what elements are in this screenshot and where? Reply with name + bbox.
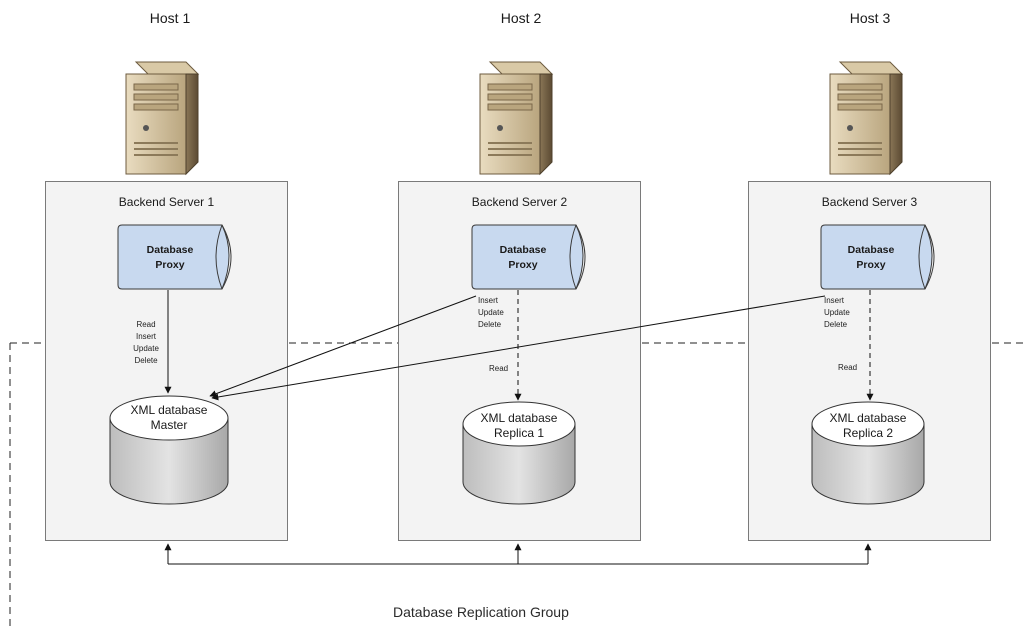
proxy-3-line-1: Database xyxy=(848,244,895,256)
server-3-op-read: Read xyxy=(838,363,857,372)
backend-server-2-title: Backend Server 2 xyxy=(471,195,568,209)
replica-1-db-line-1: XML database xyxy=(481,411,558,425)
server-1-op-update: Update xyxy=(133,344,159,353)
server-tower-icon xyxy=(829,61,904,176)
backend-server-3-title: Backend Server 3 xyxy=(821,195,918,209)
replica-2-db-line-2: Replica 2 xyxy=(843,426,893,440)
proxy-2-line-2: Proxy xyxy=(508,259,537,271)
master-db-line-2: Master xyxy=(151,418,188,432)
xml-database-replica-2 xyxy=(811,401,925,505)
master-db-line-1: XML database xyxy=(131,403,208,417)
replication-group-label: Database Replication Group xyxy=(393,604,569,620)
proxy-2-write-to-master-arrow xyxy=(209,295,477,398)
server-tower-icon xyxy=(479,61,554,176)
database-proxy-1 xyxy=(117,224,232,290)
proxy-1-line-2: Proxy xyxy=(155,259,184,271)
server-3-op-delete: Delete xyxy=(824,320,848,329)
proxy-3-line-2: Proxy xyxy=(856,259,885,271)
server-3-op-insert: Insert xyxy=(824,296,845,305)
database-proxy-2 xyxy=(471,224,586,290)
replication-group-boundary xyxy=(9,342,1026,628)
proxy-2-line-1: Database xyxy=(500,244,547,256)
replica-2-db-line-1: XML database xyxy=(830,411,907,425)
backend-server-1-title: Backend Server 1 xyxy=(118,195,215,209)
server-tower-icon xyxy=(125,61,200,176)
server-1-op-read: Read xyxy=(136,320,155,329)
server-3-op-update: Update xyxy=(824,308,850,317)
replica-1-db-line-2: Replica 1 xyxy=(494,426,544,440)
xml-database-replica-1 xyxy=(462,401,576,505)
server-2-op-read: Read xyxy=(489,364,508,373)
database-proxy-3 xyxy=(820,224,935,290)
server-2-op-update: Update xyxy=(478,308,504,317)
server-2-op-insert: Insert xyxy=(478,296,499,305)
host-3-label: Host 3 xyxy=(849,10,891,26)
proxy-1-line-1: Database xyxy=(147,244,194,256)
xml-database-master xyxy=(109,395,229,505)
host-2-label: Host 2 xyxy=(500,10,542,26)
server-1-op-insert: Insert xyxy=(136,332,157,341)
host-1-label: Host 1 xyxy=(149,10,191,26)
server-1-op-delete: Delete xyxy=(134,356,158,365)
server-2-op-delete: Delete xyxy=(478,320,502,329)
